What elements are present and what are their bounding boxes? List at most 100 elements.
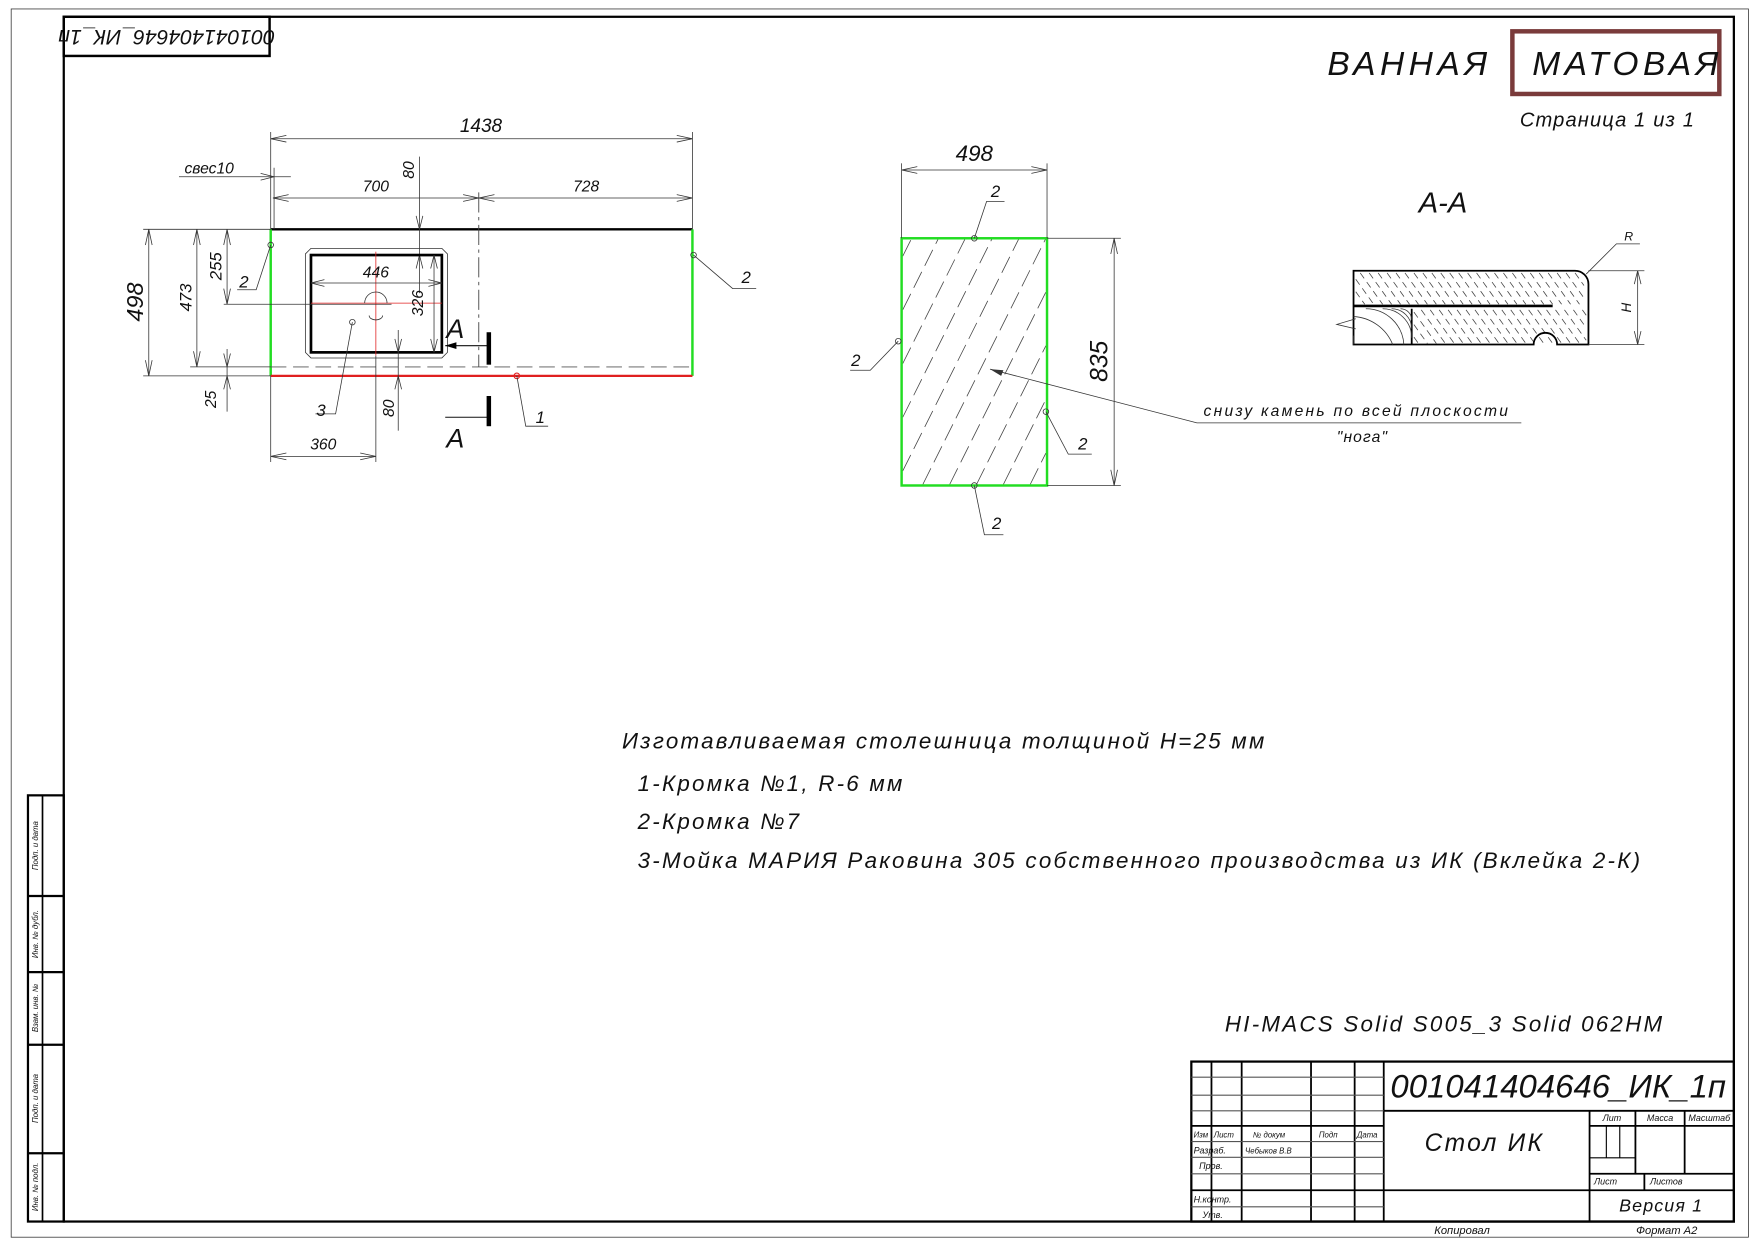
hatch-line <box>1474 309 1500 344</box>
row-n-control: Н.контр. <box>1194 1195 1232 1205</box>
hatch-line <box>1429 309 1455 344</box>
hatch-line <box>1503 272 1527 305</box>
page-indicator: Страница 1 из 1 <box>1520 109 1695 131</box>
dim-bottom-offset: 80 <box>381 399 398 417</box>
leg-hatch <box>902 239 1047 485</box>
hatch-line <box>1519 309 1545 344</box>
hatch-line <box>1413 272 1437 305</box>
hatch-line <box>1413 311 1437 344</box>
hatch-line <box>1564 309 1587 341</box>
hatch-line <box>902 239 966 364</box>
hatch-line <box>1355 291 1366 305</box>
note-item-2: 2-Кромка №7 <box>637 809 802 834</box>
callout-2-left: 2 <box>238 272 249 291</box>
finish-box <box>1510 29 1722 97</box>
hatch-line <box>1555 309 1580 344</box>
hatch-line <box>1573 309 1587 328</box>
section-hatch <box>1355 272 1587 344</box>
hatch-line <box>1512 272 1536 305</box>
hatch-line <box>1547 272 1571 305</box>
section-title: А-А <box>1417 188 1467 220</box>
format-label: Формат А2 <box>1636 1225 1698 1237</box>
notes: Изготавливаемая столешница толщиной Н=25… <box>622 728 1664 1036</box>
hatch-line <box>1582 309 1587 316</box>
side-strip: Подп. и дата Инв. № дубл. Взам. инв. № П… <box>26 794 65 1223</box>
hatch-line <box>1537 309 1562 344</box>
section-view: А-А R H <box>1335 188 1645 346</box>
leg-note-quoted: "нога" <box>1337 429 1389 446</box>
hatch-line <box>1556 272 1580 305</box>
hatch-line <box>922 239 1046 485</box>
title-block: 001041404646_ИК_1п Стол ИК Версия 1 Лит … <box>1190 1060 1735 1237</box>
title-name: Стол ИК <box>1425 1130 1545 1157</box>
leg-dim-width: 498 <box>956 141 994 166</box>
hatch-line <box>1528 309 1553 344</box>
section-mark-top: A <box>444 314 492 365</box>
hatch-line <box>1386 272 1410 305</box>
hatch-line <box>1494 272 1518 305</box>
dim-sink-x: 360 <box>310 437 336 454</box>
strip-label: Инв. № подл. <box>31 1163 40 1212</box>
hatch-line <box>1420 309 1446 344</box>
hatch-line <box>1565 272 1585 299</box>
hatch-line <box>1449 272 1473 305</box>
plan-view: 1438 свес10 700 728 80 446 326 3 <box>122 116 757 462</box>
hatch-line <box>1003 399 1047 485</box>
title-version: Версия 1 <box>1619 1195 1703 1215</box>
section-mark-letter: A <box>444 423 464 453</box>
scale-label: Масштаб <box>1688 1113 1731 1123</box>
dim-inner-depth: 473 <box>176 283 195 312</box>
section-mark-letter: A <box>444 314 464 344</box>
hatch-line <box>902 239 939 311</box>
strip-label: Подп. и дата <box>31 821 40 871</box>
hatch-line <box>1440 272 1464 305</box>
hatch-line <box>1492 309 1518 344</box>
lit-label: Лит <box>1602 1113 1622 1123</box>
copied-label: Копировал <box>1434 1225 1490 1237</box>
header-izm: Изм <box>1194 1131 1209 1140</box>
hatch-line <box>1404 272 1428 305</box>
material-label: HI-MACS Solid S005_3 Solid 062HM <box>1225 1011 1664 1036</box>
note-item-3: 3-Мойка МАРИЯ Раковина 305 собственного … <box>638 848 1643 873</box>
mirrored-code-text: 001041404646_ИК_1п <box>58 25 275 49</box>
mirrored-code-stamp: 001041404646_ИК_1п <box>58 15 275 58</box>
callout-2-right: 2 <box>740 268 751 287</box>
hatch-line <box>902 239 993 418</box>
hatch-line <box>1431 272 1455 305</box>
hatch-line <box>1467 272 1491 305</box>
row-checked: Пров. <box>1199 1161 1223 1171</box>
dim-total-length: 1438 <box>460 116 503 137</box>
header-doc: № докум <box>1253 1131 1286 1140</box>
hatch-line <box>1476 272 1500 305</box>
hatch-line <box>1574 272 1585 286</box>
sheets-label: Листов <box>1649 1177 1683 1187</box>
leg-note: снизу камень по всей плоскости <box>1204 403 1511 420</box>
dim-sink-center: 255 <box>206 252 225 282</box>
hatch-line <box>976 345 1047 485</box>
leg-callout-left: 2 <box>850 351 861 370</box>
sheet-label: Лист <box>1593 1177 1618 1187</box>
hatch-line <box>1501 309 1527 344</box>
row-approved: Утв. <box>1202 1210 1223 1220</box>
header-date: Дата <box>1356 1131 1378 1140</box>
hatch-line <box>1529 272 1553 305</box>
hatch-line <box>949 291 1047 485</box>
hatch-line <box>1413 336 1419 344</box>
leg-outline <box>900 237 1049 487</box>
callout-1: 1 <box>536 408 545 427</box>
hatch-line <box>1438 309 1464 344</box>
developer-name: Чебыков В.В <box>1245 1146 1292 1155</box>
mass-label: Масса <box>1647 1113 1673 1123</box>
dim-depth: 498 <box>122 282 148 321</box>
leg-callout-right: 2 <box>1077 435 1088 454</box>
hatch-line <box>1485 272 1509 305</box>
hatch-line <box>902 239 912 257</box>
hatch-line <box>1458 272 1482 305</box>
section-mark-bottom: A <box>444 395 492 453</box>
strip-label: Инв. № дубл. <box>31 910 40 958</box>
hatch-line <box>1447 309 1473 344</box>
leg-callout-bottom: 2 <box>991 514 1002 533</box>
header-list: Лист <box>1213 1131 1235 1140</box>
dim-overhang: свес10 <box>184 160 234 177</box>
